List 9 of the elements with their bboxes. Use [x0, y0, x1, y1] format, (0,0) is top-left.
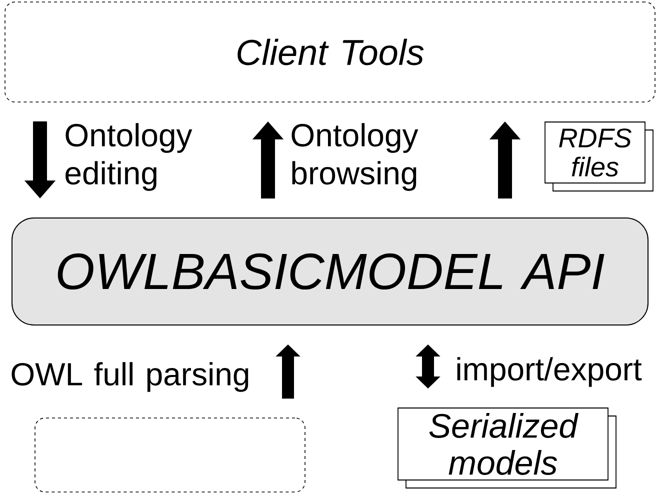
document-stack: RDFS files	[544, 122, 654, 192]
group-box: Client Tools	[4, 2, 656, 102]
edge-label: OWL full parsing	[12, 362, 248, 392]
edge-label: Ontology browsing	[292, 123, 418, 191]
edge-label: import/export	[457, 357, 642, 387]
document-stack: Serialized models	[398, 408, 616, 488]
empty-box	[34, 418, 306, 492]
edge-label: Ontology editing	[66, 123, 192, 191]
api-box: OWLBASICMODEL API	[12, 218, 648, 326]
